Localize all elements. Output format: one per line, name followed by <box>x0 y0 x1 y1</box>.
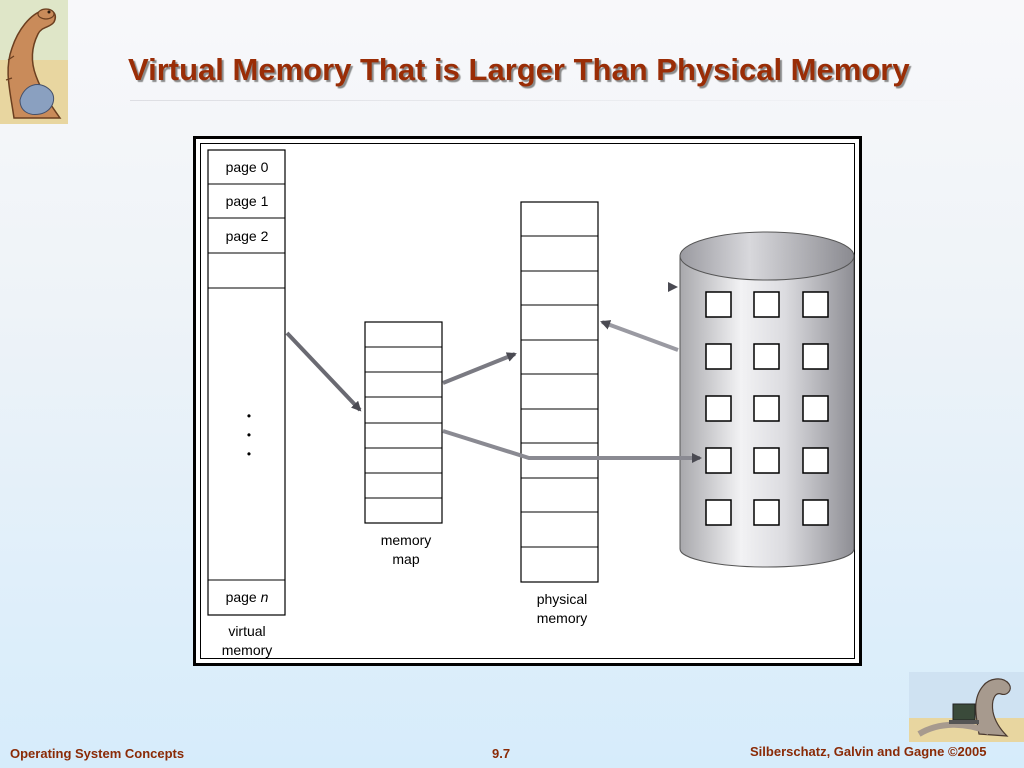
virtual-memory-label-line1: virtual <box>228 623 265 639</box>
arrow-map-to-physical <box>442 352 517 385</box>
ellipsis-dot-1: • <box>247 409 251 423</box>
dinosaur-logo-icon <box>0 0 68 124</box>
page-2-label: page 2 <box>226 228 269 244</box>
slide-title: Virtual Memory That is Larger Than Physi… <box>128 52 910 87</box>
diagram-frame: page 0 page 1 page 2 • • • page n virtua… <box>193 136 862 666</box>
physical-memory-column: physical memory <box>520 201 599 626</box>
footer-copyright: Silberschatz, Galvin and Gagne ©2005 <box>750 744 987 759</box>
page-n-label: page n <box>226 589 269 605</box>
mapping-arrows <box>285 282 702 463</box>
arrow-map-to-disk <box>442 429 702 463</box>
virtual-memory-column: page 0 page 1 page 2 • • • page n virtua… <box>207 149 286 658</box>
ellipsis-dot-3: • <box>247 447 251 461</box>
virtual-memory-diagram: page 0 page 1 page 2 • • • page n virtua… <box>207 149 855 658</box>
arrow-virtual-to-map <box>285 331 362 412</box>
page-0-label: page 0 <box>226 159 269 175</box>
memory-map-column: memory map <box>364 321 443 567</box>
virtual-memory-label-line2: memory <box>222 642 273 658</box>
physical-memory-label-line2: memory <box>537 610 588 626</box>
arrow-disk-to-physical <box>600 320 679 352</box>
dinosaur-laptop-logo-icon <box>909 672 1024 742</box>
footer-course-title: Operating System Concepts <box>10 746 185 761</box>
page-1-label: page 1 <box>226 193 269 209</box>
title-divider <box>130 100 990 101</box>
memory-map-label-line1: memory <box>381 532 432 548</box>
physical-memory-label-line1: physical <box>537 591 588 607</box>
disk-cylinder-icon <box>679 231 855 568</box>
footer-slide-number: 9.7 <box>492 746 511 761</box>
memory-map-label-line2: map <box>392 551 419 567</box>
ellipsis-dot-2: • <box>247 428 251 442</box>
